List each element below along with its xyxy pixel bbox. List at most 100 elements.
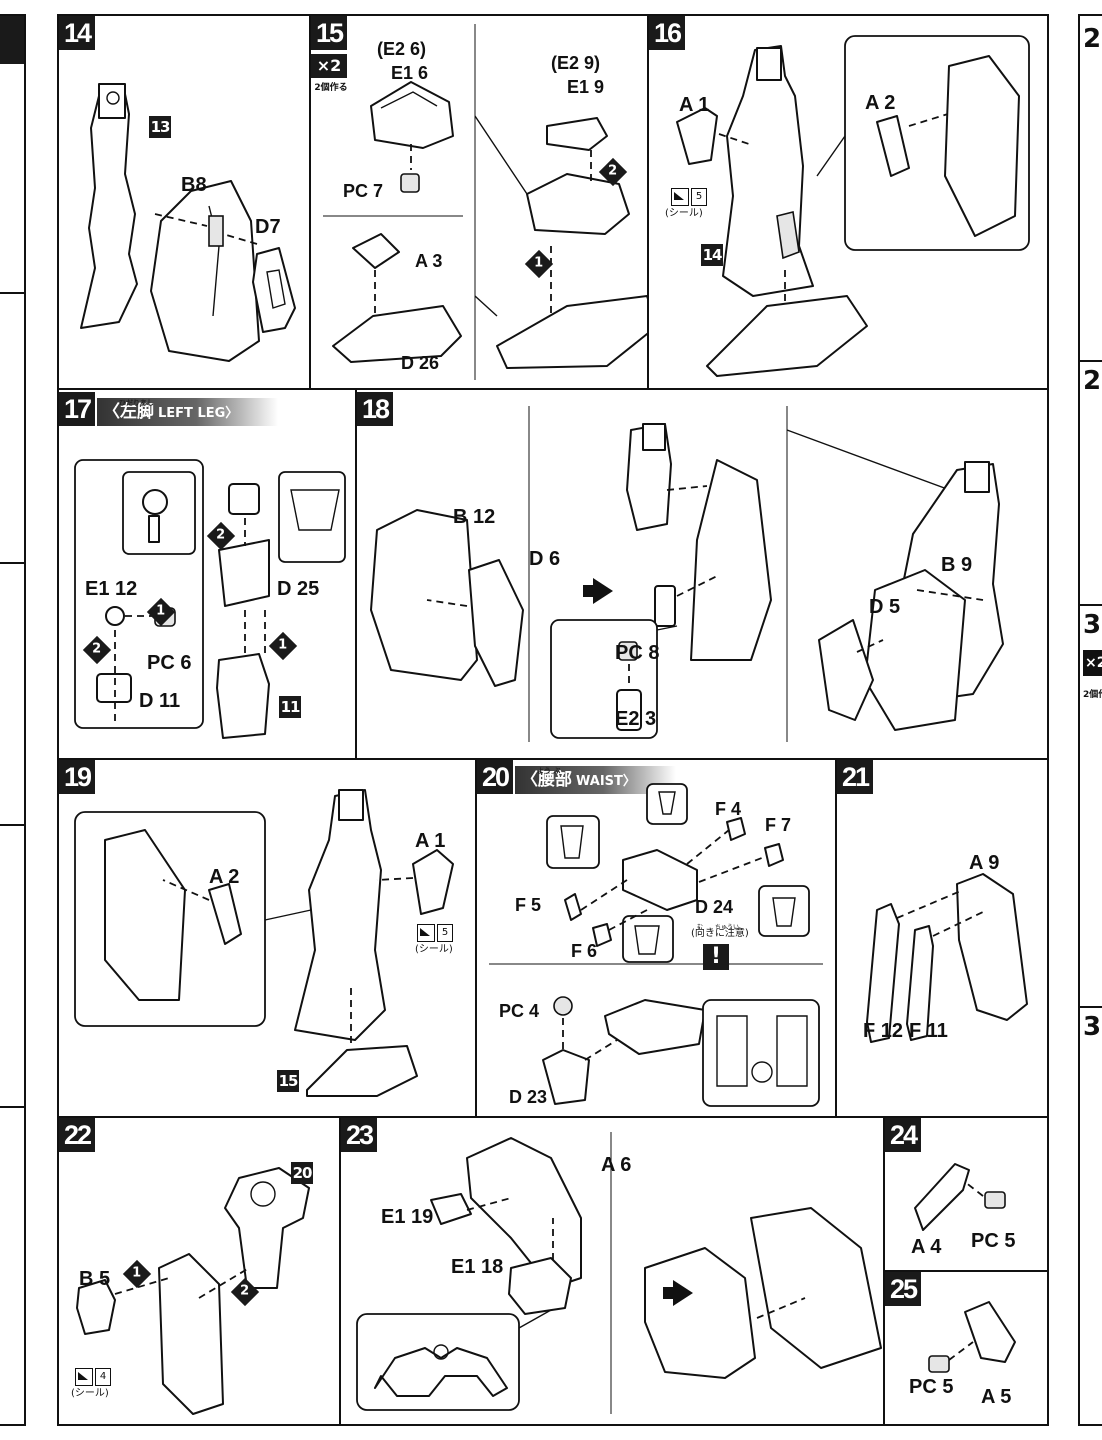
edge-step-number: 32: [1083, 610, 1102, 640]
part-label: E1 9: [567, 77, 605, 97]
part-label: A 3: [415, 251, 443, 271]
ref-step-13: 13: [149, 116, 171, 138]
step-number: 21: [837, 760, 873, 794]
multiplier-note: 2個作る: [314, 83, 348, 93]
edge-multiplier-note: 2個作: [1083, 690, 1102, 700]
ref-step-14: 14: [701, 244, 723, 266]
orientation-ruby: む ちゅうい: [697, 924, 740, 931]
part-label: D 23: [509, 1087, 548, 1107]
step-14-illustration: [80, 83, 296, 362]
part-label: E2 3: [615, 708, 657, 730]
sticker-icon: [417, 924, 435, 942]
part-label: F 7: [765, 815, 792, 835]
ref-step-15: 15: [277, 1070, 299, 1092]
part-label: (E2 9): [551, 53, 601, 73]
step-number: 25: [885, 1272, 921, 1306]
part-label: F 6: [571, 941, 598, 961]
sticker-number: 5: [691, 188, 707, 206]
step-14-panel: 14 13 B8 D7: [59, 16, 309, 388]
part-label: F 11: [909, 1020, 948, 1042]
sticker-note: (シール): [665, 208, 703, 219]
step-number: 19: [59, 760, 95, 794]
step-21-illustration: [866, 873, 1028, 1043]
part-label: A 2: [209, 866, 240, 888]
right-page-edge: 26 27 32 ×2 2個作 34: [1078, 14, 1102, 1426]
orientation-note: (向きに注意): [691, 928, 749, 939]
step-16-illustration: [676, 35, 1030, 377]
left-page-edge: [0, 14, 26, 1426]
step-number: 15: [311, 16, 347, 50]
part-label: PC 6: [147, 652, 192, 674]
part-label: (E2 6): [377, 39, 427, 59]
step-19-illustration: [74, 789, 454, 1097]
part-label: F 5: [515, 895, 542, 915]
edge-step-number: 26: [1083, 24, 1102, 54]
sticker-icon: [75, 1368, 93, 1386]
step-18-illustration: [370, 406, 1004, 742]
part-label: PC 5: [971, 1230, 1016, 1252]
part-label: A 9: [969, 852, 1000, 874]
part-label: F 12: [863, 1020, 904, 1042]
part-label: D7: [255, 216, 281, 238]
part-label: A 1: [415, 830, 446, 852]
step-19-panel: 19 A 2 A 1 5 (シール) 15: [59, 760, 475, 1116]
step-number: 17: [59, 392, 95, 426]
part-label: D 25: [277, 578, 320, 600]
part-label: PC 4: [499, 1001, 540, 1021]
part-label: B 9: [941, 554, 973, 576]
part-label: A 1: [679, 94, 710, 116]
edge-step-number: 34: [1083, 1012, 1102, 1042]
step-22-panel: 22 20 B 5 1 2 4 (シール): [59, 1118, 339, 1424]
sticker-number: 5: [437, 924, 453, 942]
step-number: 22: [59, 1118, 95, 1152]
step-18-panel: 18 B 12 D 6: [357, 390, 1047, 758]
step-number: 24: [885, 1118, 921, 1152]
part-label: A 6: [601, 1154, 632, 1176]
step-number: 20: [477, 760, 513, 794]
step-15-panel: 15 ×2 2個作る (E2 6) E1 6 PC 7 A 3 D 26 (E2…: [311, 16, 647, 388]
instruction-sheet: 14 13 B8 D7 15 ×2 2個作る: [57, 14, 1049, 1426]
step-25-panel: 25 PC 5 A 5: [885, 1272, 1047, 1424]
edge-multiplier: ×2: [1083, 650, 1102, 676]
part-label: D 6: [529, 548, 561, 570]
step-number: 14: [59, 16, 95, 50]
part-label: A 2: [865, 92, 896, 114]
part-label: B8: [181, 174, 207, 196]
step-number: 23: [341, 1118, 377, 1152]
step-number: 16: [649, 16, 685, 50]
sticker-number: 4: [95, 1368, 111, 1386]
part-label: PC 8: [615, 642, 660, 664]
sticker-note: (シール): [71, 1388, 109, 1399]
ref-step-20: 20: [291, 1162, 313, 1184]
step-17-illustration: [74, 459, 346, 739]
edge-step-number: 27: [1083, 366, 1102, 396]
part-label: D 11: [139, 690, 181, 712]
step-number: 18: [357, 392, 393, 426]
part-label: B 12: [453, 506, 496, 528]
multiplier-badge: ×2: [311, 54, 347, 78]
next-arrow-icon: [583, 578, 613, 604]
part-label: E1 12: [85, 578, 138, 600]
step-16-panel: 16 A 1 A 2 5 (シール) 14: [649, 16, 1047, 388]
part-label: B 5: [79, 1268, 111, 1290]
step-22-illustration: [76, 1167, 310, 1415]
sticker-icon: [671, 188, 689, 206]
part-label: D 24: [695, 897, 734, 917]
part-label: A 5: [981, 1386, 1012, 1408]
part-label: PC 5: [909, 1376, 954, 1398]
step-20-illustration: [489, 783, 823, 1107]
step-24-illustration: [914, 1163, 1006, 1231]
step-23-illustration: [356, 1132, 882, 1414]
step-25-illustration: [928, 1301, 1016, 1373]
part-label: E1 18: [451, 1256, 504, 1278]
step-23-panel: 23 A 6 E1 19 E1 18: [341, 1118, 883, 1424]
part-label: PC 7: [343, 181, 384, 201]
sticker-note: (シール): [415, 944, 453, 955]
step-15-illustration: [323, 24, 647, 380]
left-edge-dark-tab: [0, 16, 24, 64]
part-label: A 4: [911, 1236, 942, 1258]
warning-icon: !: [703, 944, 729, 970]
